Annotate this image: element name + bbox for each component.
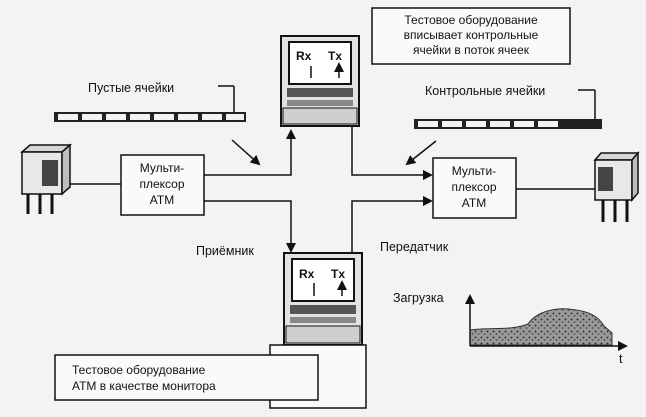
tester-bottom-rx: Rx (299, 267, 315, 281)
right-server-panel (598, 167, 613, 191)
control-cells-arrow (405, 140, 437, 166)
mux-left-line2: плексор (139, 177, 184, 191)
empty-cells-arrow (231, 139, 261, 166)
link-tester-bottom-to-mux-right (351, 196, 433, 253)
top-callout-line1: Тестовое оборудование (404, 13, 538, 27)
mux-right-line1: Мульти- (452, 164, 496, 178)
time-axis-label: t (619, 352, 623, 366)
bottom-callout-line2: АТМ в качестве монитора (72, 379, 216, 393)
bottom-callout-label-box (54, 354, 319, 401)
transmitter-label: Передатчик (380, 240, 449, 254)
link-mux-left-to-tester-bottom (204, 200, 296, 253)
bottom-callout: Тестовое оборудование АТМ в качестве мон… (54, 344, 367, 409)
tester-bottom-keypad (290, 305, 356, 314)
tester-top-rx: Rx (296, 49, 312, 63)
link-tester-top-to-mux-right (351, 126, 433, 180)
tester-top-panel (287, 100, 353, 106)
mux-left-line1: Мульти- (140, 161, 184, 175)
connections (70, 126, 595, 253)
left-server-panel (42, 160, 58, 186)
top-callout-line3: ячейки в поток ячеек (413, 43, 530, 57)
control-cells-label: Контрольные ячейки (425, 84, 545, 98)
tester-bottom: Rx Tx (283, 252, 363, 346)
link-mux-left-to-tester-top (204, 129, 296, 176)
load-label: Загрузка (393, 291, 444, 305)
mux-right: Мульти- плексор АТМ (432, 157, 517, 219)
mux-left-line3: АТМ (150, 193, 174, 207)
mux-left: Мульти- плексор АТМ (120, 154, 205, 216)
load-area (469, 308, 613, 346)
tester-top-base (282, 107, 358, 125)
left-server (20, 143, 72, 214)
mux-right-line2: плексор (451, 180, 496, 194)
tester-top: Rx Tx (280, 35, 360, 127)
load-chart: Загрузка t (393, 291, 628, 366)
top-callout-box (371, 7, 571, 65)
bottom-callout-line1: Тестовое оборудование (72, 363, 206, 377)
mux-right-box (432, 157, 517, 219)
top-callout: Тестовое оборудование вписывает контроль… (371, 7, 571, 65)
mux-right-line3: АТМ (462, 196, 486, 210)
tester-top-keypad (287, 88, 353, 97)
empty-cells: Пустые ячейки (54, 81, 261, 166)
right-server (593, 150, 640, 222)
control-cells: Контрольные ячейки (405, 84, 602, 166)
tester-bottom-panel (290, 317, 356, 323)
empty-cells-label: Пустые ячейки (88, 81, 174, 95)
tester-bottom-tx: Tx (331, 267, 345, 281)
top-callout-line2: вписывает контрольные (404, 28, 539, 42)
tester-bottom-base (285, 325, 361, 344)
tester-top-tx: Tx (328, 49, 342, 63)
mux-left-box (120, 154, 205, 216)
receiver-label: Приёмник (196, 244, 254, 258)
